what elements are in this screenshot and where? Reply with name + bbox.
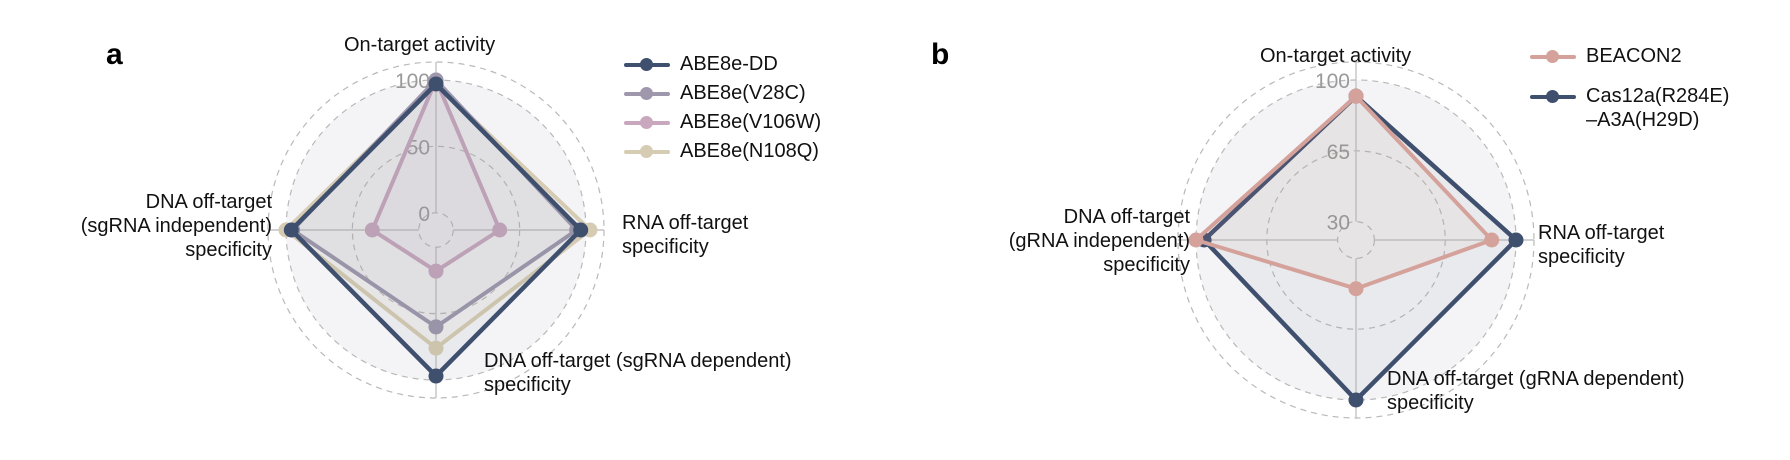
axis-label-left: DNA off-target (sgRNA independent) speci… <box>80 191 272 261</box>
data-point <box>492 222 508 238</box>
data-point <box>428 76 444 92</box>
axis-label-bottom: DNA off-target (gRNA dependent) specific… <box>1387 368 1685 414</box>
legend-item: ABE8e(N108Q) <box>622 139 821 168</box>
legend-item: ABE8e(V28C) <box>622 81 821 110</box>
tick-label: 100 <box>395 70 430 93</box>
data-point <box>573 222 589 238</box>
data-point <box>1508 232 1524 248</box>
axis-label-top: On-target activity <box>344 34 496 56</box>
axis-label-left: DNA off-target (gRNA independent) specif… <box>1008 206 1190 276</box>
axis-label-bottom: DNA off-target (sgRNA dependent) specifi… <box>484 350 792 396</box>
tick-label: 0 <box>418 203 430 226</box>
data-point <box>1348 392 1364 408</box>
radar-panel-a: a 0 50 100 On-target activity RNA off-targ… <box>80 34 821 399</box>
legend-label: ABE8e(V106W) <box>680 111 822 133</box>
legend-swatch <box>1528 84 1578 108</box>
data-point <box>364 222 380 238</box>
data-point <box>428 263 444 279</box>
data-point <box>1484 232 1500 248</box>
radar-chart: 0 50 100 <box>267 61 605 399</box>
legend-swatch <box>622 52 672 76</box>
legend-label: BEACON2 <box>1586 45 1682 67</box>
data-point <box>1188 232 1204 248</box>
legend-label: ABE8e-DD <box>680 53 778 75</box>
data-point <box>428 340 444 356</box>
data-point <box>428 319 444 335</box>
legend-item: ABE8e-DD <box>622 52 821 81</box>
axis-label-right: RNA off-target specificity <box>1538 222 1665 268</box>
legend-swatch <box>622 139 672 163</box>
panel-label: b <box>931 38 950 71</box>
legend-label: ABE8e(N108Q) <box>680 140 819 162</box>
legend-label: ABE8e(V28C) <box>680 82 806 104</box>
tick-label: 65 <box>1327 141 1350 164</box>
legend-label: –A3A(H29D) <box>1586 109 1700 131</box>
axis-label-right: RNA off-target specificity <box>622 212 749 258</box>
axis-label-top: On-target activity <box>1260 45 1412 67</box>
legend-item: BEACON2 <box>1528 44 1729 84</box>
legend-label: Cas12a(R284E) <box>1586 85 1730 107</box>
legend-swatch <box>622 110 672 134</box>
legend-item: ABE8e(V106W) <box>622 110 821 139</box>
tick-label: 30 <box>1327 212 1350 235</box>
radar-panel-b: b 30 65 100 On-target activity RNA off-tar… <box>900 0 1790 460</box>
legend-swatch <box>622 81 672 105</box>
legend: BEACON2 Cas12a(R284E) –A3A(H29D) <box>1528 44 1730 131</box>
data-point <box>428 368 444 384</box>
panel-label: a <box>106 38 123 71</box>
legend: ABE8e-DD ABE8e(V28C) ABE8e(V106W) ABE8e(… <box>622 52 821 168</box>
data-point <box>1348 281 1364 297</box>
radar-chart: 30 65 100 <box>1177 61 1535 419</box>
tick-label: 100 <box>1315 70 1350 93</box>
data-point <box>1348 88 1364 104</box>
tick-label: 50 <box>407 136 430 159</box>
legend-item: Cas12a(R284E) –A3A(H29D) <box>1528 84 1730 131</box>
data-point <box>283 222 299 238</box>
legend-swatch <box>1528 44 1578 68</box>
